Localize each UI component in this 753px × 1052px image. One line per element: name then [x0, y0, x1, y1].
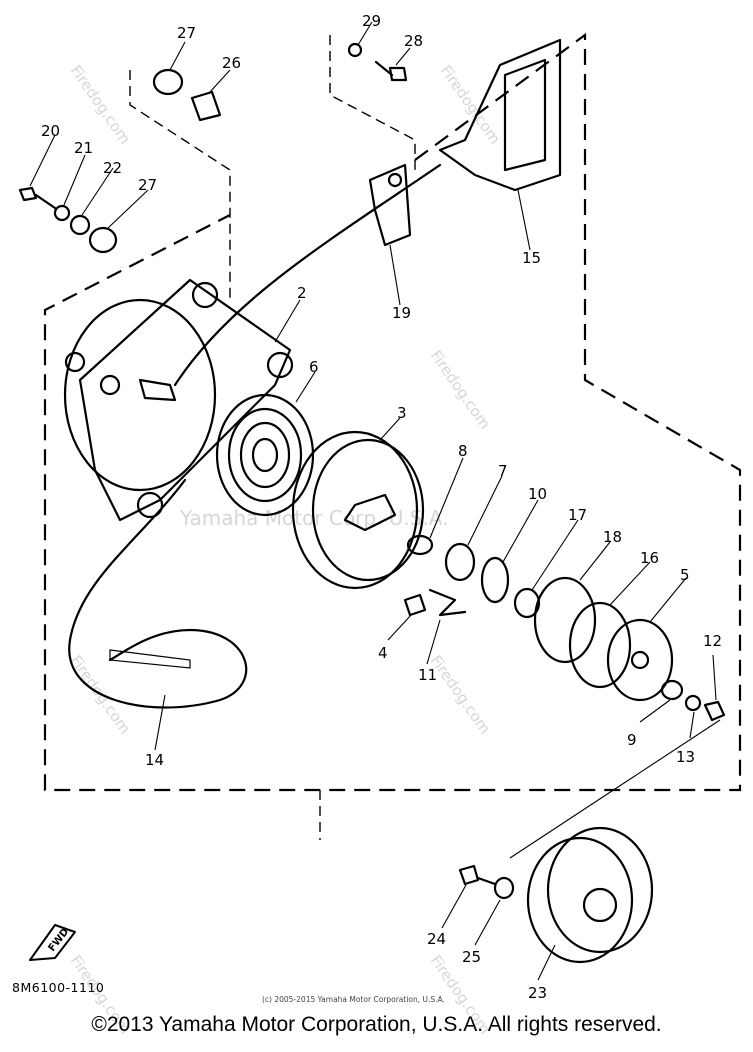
footer-copyright: ©2013 Yamaha Motor Corporation, U.S.A. A…	[91, 1013, 662, 1036]
spiral-spring	[215, 393, 315, 517]
callout-2: 2	[297, 284, 307, 302]
starter-handle	[438, 38, 562, 192]
fasteners-upper-left	[18, 42, 408, 254]
watermark-layer: Firedog.com Firedog.com Firedog.com Fire…	[67, 62, 504, 1038]
watermark-brand: Firedog.com	[427, 652, 494, 738]
watermark-brand: Firedog.com	[67, 62, 134, 148]
callout-6: 6	[309, 358, 319, 376]
small-copyright: (c) 2005-2015 Yamaha Motor Corporation, …	[262, 995, 445, 1004]
drawing-code: 8M6100-1110	[12, 980, 105, 995]
callout-22: 22	[103, 159, 122, 177]
starter-case	[63, 278, 294, 522]
callout-3: 3	[397, 404, 407, 422]
callout-21: 21	[74, 139, 93, 157]
ratchet-parts	[403, 534, 541, 619]
drive-pulley	[458, 719, 721, 964]
friction-plates	[533, 576, 674, 702]
callout-25: 25	[462, 948, 481, 966]
callout-26: 26	[222, 54, 241, 72]
starter-cable	[68, 163, 442, 709]
fasteners-right	[660, 679, 726, 722]
callout-14: 14	[145, 751, 164, 769]
leader-lines	[29, 21, 717, 981]
assembly-boundary	[43, 32, 742, 840]
callout-23: 23	[528, 984, 547, 1002]
callout-18: 18	[603, 528, 622, 546]
callout-15: 15	[522, 249, 541, 267]
callout-27-left: 27	[138, 176, 157, 194]
callout-9: 9	[627, 731, 637, 749]
callout-4: 4	[378, 644, 388, 662]
cable-guide	[368, 163, 412, 247]
sheave-drum	[291, 430, 425, 590]
callout-labels: 27 26 29 28 20 21 22 27 15 19 2 6 3 8 7 …	[41, 12, 722, 1002]
callout-20: 20	[41, 122, 60, 140]
callout-28: 28	[404, 32, 423, 50]
callout-10: 10	[528, 485, 547, 503]
callout-17: 17	[568, 506, 587, 524]
callout-8: 8	[458, 442, 468, 460]
watermark-brand: Firedog.com	[437, 62, 504, 148]
fwd-direction-arrow: FWD	[29, 924, 76, 961]
callout-5: 5	[680, 566, 690, 584]
callout-7: 7	[498, 462, 508, 480]
callout-12: 12	[703, 632, 722, 650]
callout-27-top: 27	[177, 24, 196, 42]
callout-16: 16	[640, 549, 659, 567]
callout-24: 24	[427, 930, 446, 948]
watermark-brand: Firedog.com	[427, 347, 494, 433]
callout-13: 13	[676, 748, 695, 766]
callout-19: 19	[392, 304, 411, 322]
callout-11: 11	[418, 666, 437, 684]
callout-29: 29	[362, 12, 381, 30]
